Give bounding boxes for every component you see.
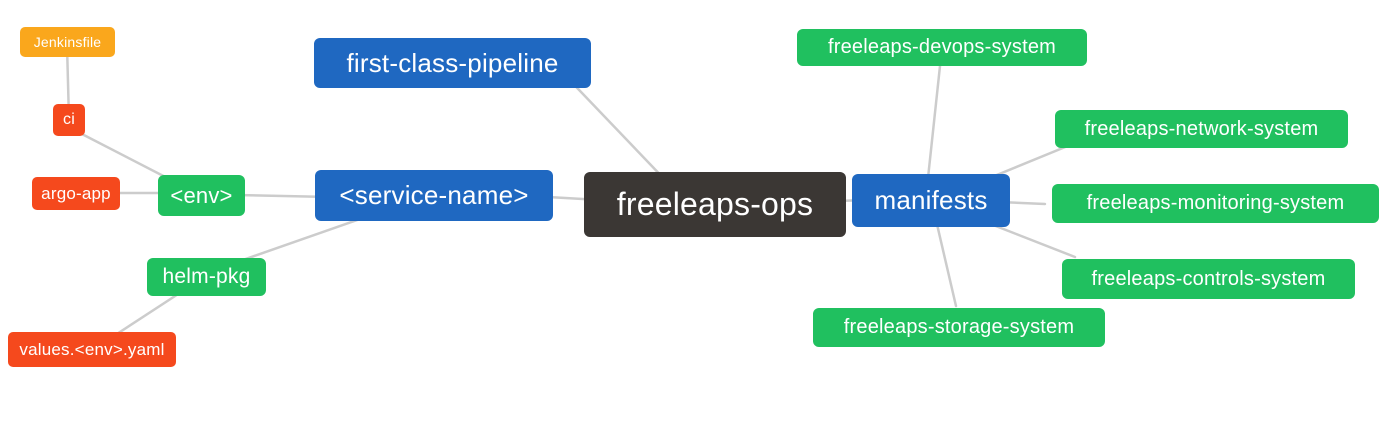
edge-env-service-name (233, 193, 332, 199)
node-manifests[interactable]: manifests (852, 174, 1010, 227)
edge-manifests-storage-system (934, 218, 958, 308)
node-freeleaps-devops-system[interactable]: freeleaps-devops-system (797, 29, 1087, 66)
node-argo-app[interactable]: argo-app (32, 177, 120, 210)
node-values-env-yaml[interactable]: values.<env>.yaml (8, 332, 176, 367)
node-env[interactable]: <env> (158, 175, 245, 216)
node-freeleaps-network-system[interactable]: freeleaps-network-system (1055, 110, 1348, 148)
edge-manifests-devops-system (926, 64, 942, 180)
edge-ci-env (76, 130, 177, 184)
node-freeleaps-storage-system[interactable]: freeleaps-storage-system (813, 308, 1105, 347)
node-ci[interactable]: ci (53, 104, 85, 136)
node-freeleaps-controls-system[interactable]: freeleaps-controls-system (1062, 259, 1355, 299)
node-freeleaps-ops-root[interactable]: freeleaps-ops (584, 172, 846, 237)
node-service-name[interactable]: <service-name> (315, 170, 553, 221)
node-jenkinsfile[interactable]: Jenkinsfile (20, 27, 115, 57)
node-helm-pkg[interactable]: helm-pkg (147, 258, 266, 296)
edge-pipeline-freeleaps-ops (558, 68, 672, 187)
node-first-class-pipeline[interactable]: first-class-pipeline (314, 38, 591, 88)
node-freeleaps-monitoring-system[interactable]: freeleaps-monitoring-system (1052, 184, 1379, 223)
